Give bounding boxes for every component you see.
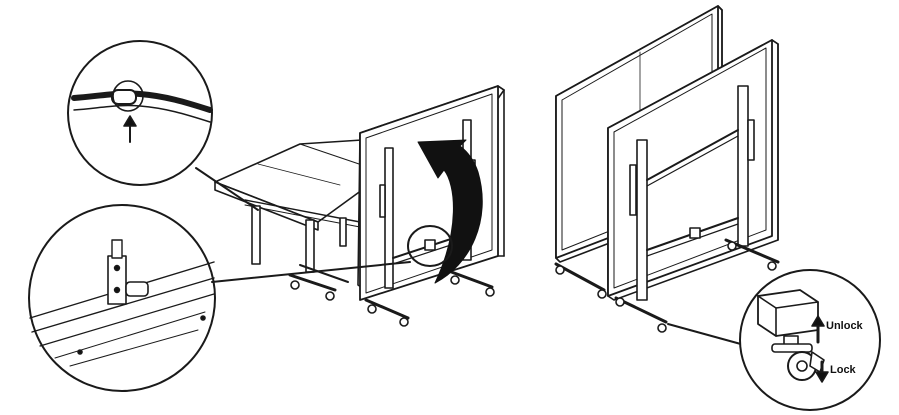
callout-hinge-detail [28,204,411,392]
right-folded-table [554,5,780,347]
table-half-horizontal [214,139,363,301]
up-arrow-icon [123,115,137,127]
right-bases [554,238,780,333]
lock-label: Lock [830,364,857,376]
lock-arrow-icon [815,371,829,383]
unlock-arrow-icon [811,315,825,327]
fold-arrow [417,139,483,284]
callout-strap-detail [67,40,259,211]
callout-caster-lock: Unlock Lock [739,269,881,411]
hinge-highlight-circle [407,225,453,267]
unlock-label: Unlock [826,320,864,332]
front-panel [607,39,779,301]
left-table-assembly [214,85,505,327]
